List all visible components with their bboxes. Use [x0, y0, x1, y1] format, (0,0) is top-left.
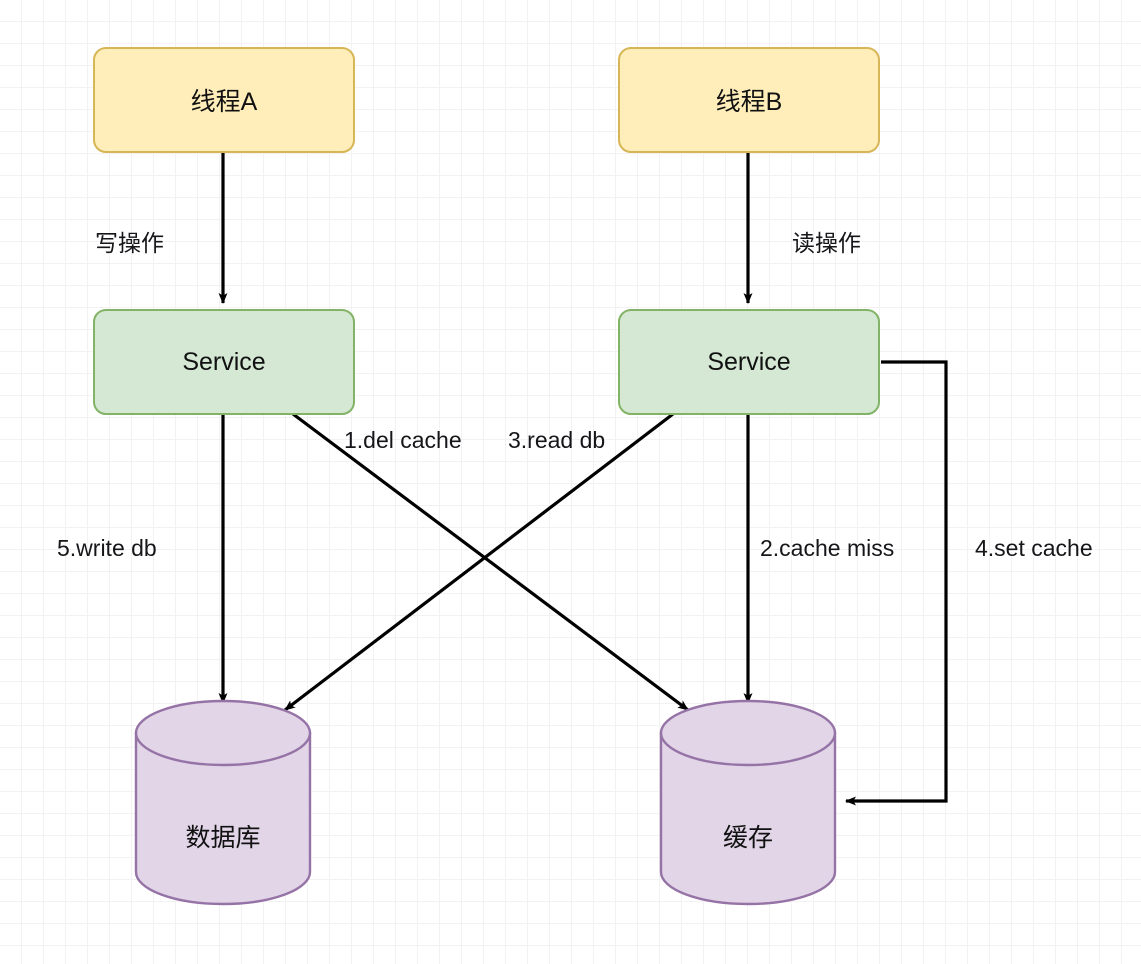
node-thread-b[interactable]: 线程B	[618, 47, 880, 153]
node-service-right[interactable]: Service	[618, 309, 880, 415]
edge-label-cache-miss: 2.cache miss	[760, 535, 895, 561]
edge-label-read-op: 读操作	[792, 230, 861, 256]
edge-set-cache-line	[845, 360, 948, 806]
edge-label-read-db: 3.read db	[508, 427, 606, 453]
node-service-right-label: Service	[707, 347, 791, 376]
node-thread-b-label: 线程B	[715, 88, 783, 116]
edge-label-write-db: 5.write db	[57, 535, 157, 561]
database-cylinder[interactable]	[134, 699, 312, 906]
node-cache-label: 缓存	[722, 824, 773, 852]
edge-label-write-op: 写操作	[95, 230, 164, 256]
edge-label-set-cache: 4.set cache	[975, 535, 1093, 561]
node-service-left-label: Service	[182, 347, 266, 376]
edge-label-del-cache: 1.del cache	[344, 427, 462, 453]
node-thread-a[interactable]: 线程A	[93, 47, 355, 153]
cache-cylinder[interactable]	[659, 699, 837, 906]
edge-read-db-line	[284, 412, 674, 712]
node-service-left[interactable]: Service	[93, 309, 355, 415]
edge-del-cache-line	[292, 412, 689, 712]
node-database-label: 数据库	[185, 824, 261, 852]
node-thread-a-label: 线程A	[190, 88, 258, 116]
